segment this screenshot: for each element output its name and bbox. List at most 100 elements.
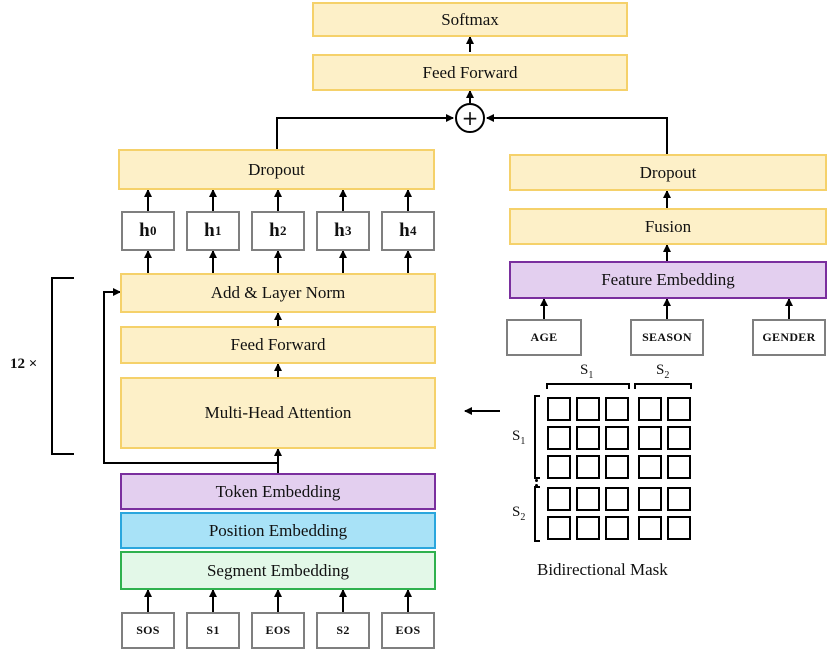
row-label-1-sub: 1 <box>520 436 526 447</box>
feature-embedding-box: Feature Embedding <box>509 261 827 299</box>
right-dropout-box: Dropout <box>509 154 827 191</box>
mask-row-bracket-2 <box>534 486 540 542</box>
mask-caption: Bidirectional Mask <box>537 560 668 579</box>
mask-cell <box>547 487 571 511</box>
h1-sub: 1 <box>215 223 222 238</box>
feature-label: GENDER <box>762 330 816 344</box>
input-token-label: EOS <box>395 623 421 637</box>
repeat-bracket <box>51 277 74 455</box>
left-dropout-box: Dropout <box>118 149 435 190</box>
input-token-label: S2 <box>336 623 350 637</box>
row-label-2-base: S <box>512 504 521 520</box>
h4-sub: 4 <box>410 223 417 238</box>
position-embedding-box: Position Embedding <box>120 512 436 549</box>
h0-base: h <box>139 220 151 241</box>
h0-sub: 0 <box>150 223 157 238</box>
mask-cell <box>605 426 629 450</box>
plus-symbol: + <box>461 106 479 130</box>
feature-label: AGE <box>530 330 558 344</box>
feature-season: SEASON <box>630 319 704 356</box>
input-token-s2: S2 <box>316 612 370 649</box>
right-dropout-label: Dropout <box>639 162 697 182</box>
col-label-1-base: S <box>580 362 589 378</box>
input-token-s1: S1 <box>186 612 240 649</box>
h3-base: h <box>334 220 346 241</box>
left-dropout-label: Dropout <box>248 159 305 179</box>
segment-embedding-box: Segment Embedding <box>120 551 436 590</box>
col-label-2-sub: 2 <box>664 370 670 381</box>
add-layer-norm-label: Add & Layer Norm <box>210 283 346 302</box>
col-label-2-base: S <box>656 362 665 378</box>
input-token-label: EOS <box>265 623 291 637</box>
h3-sub: 3 <box>345 223 352 238</box>
mask-col-bracket-2 <box>634 383 692 389</box>
multi-head-attention-label: Multi-Head Attention <box>204 403 352 422</box>
left-feed-forward-label: Feed Forward <box>230 335 326 354</box>
mask-cell <box>605 516 629 540</box>
top-feed-forward-label: Feed Forward <box>422 62 518 82</box>
softmax-box: Softmax <box>312 2 628 37</box>
token-embedding-box: Token Embedding <box>120 473 436 510</box>
mask-ellipsis-dot <box>535 484 538 487</box>
mask-row-bracket-1 <box>534 395 540 479</box>
feature-gender: GENDER <box>752 319 826 356</box>
mask-cell <box>667 397 691 421</box>
mask-col-label-s2: S2 <box>656 362 669 381</box>
mask-cell <box>638 487 662 511</box>
row-label-1-base: S <box>512 428 521 444</box>
mask-cell <box>638 516 662 540</box>
mask-cell <box>576 516 600 540</box>
input-token-label: S1 <box>206 623 220 637</box>
mask-col-bracket-1 <box>546 383 630 389</box>
mask-row-label-s1: S1 <box>512 428 525 447</box>
add-layer-norm-box: Add & Layer Norm <box>120 273 436 313</box>
input-token-sos: SOS <box>121 612 175 649</box>
mask-cell <box>547 426 571 450</box>
mask-cell <box>576 487 600 511</box>
h1-base: h <box>204 220 216 241</box>
mask-cell <box>605 455 629 479</box>
position-embedding-label: Position Embedding <box>208 520 348 540</box>
left-feed-forward-box: Feed Forward <box>120 326 436 364</box>
repeat-count-label: 12 × <box>10 356 38 372</box>
fusion-box: Fusion <box>509 208 827 245</box>
mask-col-label-s1: S1 <box>580 362 593 381</box>
input-token-eos: EOS <box>251 612 305 649</box>
h2-sub: 2 <box>280 223 287 238</box>
multi-head-attention-box: Multi-Head Attention <box>120 377 436 449</box>
feature-label: SEASON <box>642 330 692 344</box>
col-label-1-sub: 1 <box>588 370 594 381</box>
mask-cell <box>667 426 691 450</box>
input-token-label: SOS <box>136 623 160 637</box>
arrow-right-dropout-to-plus <box>486 114 668 154</box>
mask-cell <box>547 455 571 479</box>
fusion-label: Fusion <box>644 216 692 236</box>
mask-cell <box>576 455 600 479</box>
input-token-eos-2: EOS <box>381 612 435 649</box>
mask-row-label-s2: S2 <box>512 504 525 523</box>
mask-cell <box>605 397 629 421</box>
mask-cell <box>638 426 662 450</box>
mask-cell <box>667 455 691 479</box>
top-feed-forward-box: Feed Forward <box>312 54 628 91</box>
feature-embedding-label: Feature Embedding <box>601 270 735 289</box>
mask-ellipsis-dot <box>535 479 538 482</box>
add-operator-icon: + <box>455 103 485 133</box>
softmax-label: Softmax <box>441 9 499 29</box>
feature-age: AGE <box>506 319 582 356</box>
mask-cell <box>547 516 571 540</box>
mask-cell <box>547 397 571 421</box>
mask-cell <box>576 426 600 450</box>
h4-base: h <box>399 220 411 241</box>
residual-connection <box>103 288 278 464</box>
token-embedding-label: Token Embedding <box>215 481 341 501</box>
mask-cell <box>638 455 662 479</box>
mask-cell <box>667 487 691 511</box>
